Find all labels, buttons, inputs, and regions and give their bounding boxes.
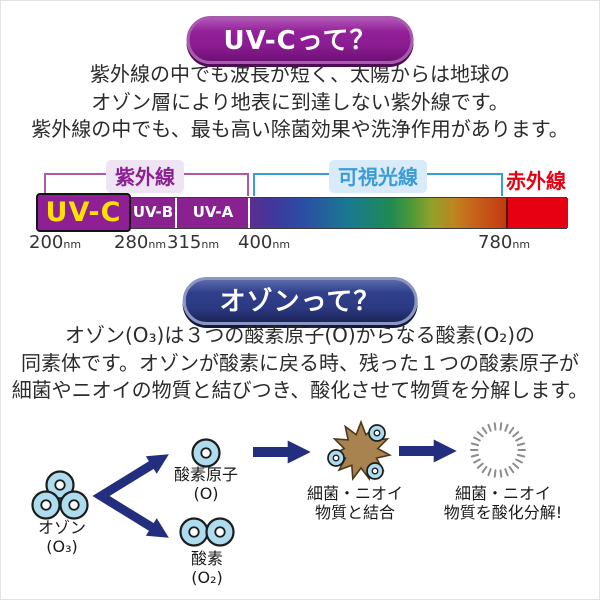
dash-tick — [504, 423, 509, 432]
oxygen-molecule-atom-core — [188, 526, 200, 538]
dash-tick — [504, 468, 509, 477]
tick-value: 280 — [114, 232, 149, 253]
dash-tick — [508, 426, 515, 435]
tick-780nm: 780nm — [478, 232, 530, 253]
dash-tick — [470, 442, 480, 447]
germ-binding-label: 細菌・ニオイ 物質と結合 — [306, 484, 404, 522]
tick-value: 400 — [238, 232, 273, 253]
dash-tick — [515, 436, 523, 442]
dash-tick — [481, 426, 488, 435]
split-arrow — [92, 454, 169, 538]
oxygen-name: 酸素 — [190, 549, 224, 568]
oxygen-atom — [191, 438, 221, 468]
ozone-description-line: オゾン(O₃)は３つの酸素原子(O)からなる酸素(O₂)の — [64, 323, 536, 347]
decomposed-line1: 細菌・ニオイ — [454, 484, 552, 503]
tick-200nm: 200nm — [29, 232, 81, 253]
infrared-label: 赤外線 — [506, 169, 566, 193]
uvc-description-line: 紫外線の中でも波長が短く、太陽からは地球の — [90, 62, 510, 86]
oxygen-atom-name: 酸素原子 — [173, 465, 239, 484]
uvc-title-badge: UV-Cって？ — [186, 16, 414, 64]
dash-tick — [476, 462, 484, 469]
wavelength-spectrum-bar — [39, 197, 568, 229]
tick-400nm: 400nm — [238, 232, 290, 253]
binding-line2: 物質と結合 — [314, 502, 396, 522]
tick-value: 780 — [478, 232, 513, 253]
oxygen-atom-label: 酸素原子 (O) — [173, 465, 239, 503]
uvb-band-label: UV-B — [132, 203, 174, 221]
tick-315nm: 315nm — [167, 232, 219, 253]
visible-light-segment — [250, 198, 506, 228]
dash-tick — [481, 465, 488, 474]
dash-tick — [499, 422, 503, 431]
dash-tick — [508, 465, 515, 474]
ozone-title-badge: オゾンって？ — [182, 277, 418, 325]
ozone-description-line: 同素体です。オゾンが酸素に戻る時、残った１つの酸素原子が — [21, 350, 579, 375]
uvc-band-box: UV-C — [36, 193, 131, 232]
uvc-description: 紫外線の中でも波長が短く、太陽からは地球の オゾン層により地表に到達しない紫外線… — [1, 61, 599, 144]
oxygen-molecule-atom-core — [214, 526, 226, 538]
decomposed-dashed-circle — [470, 422, 526, 478]
germ-attached-atom-core — [332, 454, 340, 462]
dash-tick — [493, 469, 497, 478]
ozone-molecule-label: オゾン (O₃) — [37, 518, 87, 556]
dash-tick — [512, 462, 520, 469]
germ-attached-atom-core — [371, 467, 379, 475]
tick-unit: nm — [272, 238, 291, 251]
ozone-process-diagram — [31, 419, 526, 547]
dash-tick — [487, 468, 492, 477]
ozone-molecule-atom-core — [54, 479, 66, 491]
dash-tick — [487, 423, 492, 432]
decomposed-line2: 物質を酸化分解! — [443, 502, 563, 522]
band-separator-400nm — [248, 198, 250, 228]
tick-unit: nm — [63, 238, 82, 251]
binding-line1: 細菌・ニオイ — [306, 484, 404, 503]
uvc-description-line: 紫外線の中でも、最も高い除菌効果や洗浄作用があります。 — [31, 117, 569, 141]
germ-attached-atom — [327, 449, 345, 467]
germ-attached-atom — [368, 424, 386, 442]
dash-tick — [470, 453, 480, 458]
tick-280nm: 280nm — [114, 232, 166, 253]
ozone-name: オゾン — [37, 518, 87, 537]
dash-tick — [516, 453, 526, 458]
dash-tick — [493, 422, 497, 431]
oxygen-atom-core — [200, 447, 212, 459]
ozone-molecule-atom — [45, 470, 75, 500]
tick-value: 315 — [167, 232, 202, 253]
dash-tick — [473, 436, 481, 442]
tick-unit: nm — [148, 238, 167, 251]
uv-range-label: 紫外線 — [106, 160, 184, 193]
oxygen-molecule-atom — [205, 517, 235, 547]
oxygen-molecule-label: 酸素 (O₂) — [190, 549, 224, 587]
ozone-formula: (O₃) — [46, 536, 78, 556]
infrared-segment — [506, 198, 568, 228]
ozone-molecule-atom-core — [68, 499, 80, 511]
uvc-description-line: オゾン層により地表に到達しない紫外線です。 — [91, 89, 509, 114]
ozone-description-line: 細菌やニオイの物質と結びつき、酸化させて物質を分解します。 — [11, 378, 589, 402]
dash-tick — [512, 431, 520, 438]
germ-attached-atom — [366, 462, 384, 480]
oxygen-molecule-atom — [179, 517, 209, 547]
dash-tick — [499, 469, 503, 478]
tick-unit: nm — [512, 238, 531, 251]
ozone-molecule-atom — [59, 490, 89, 520]
germ-decomposed-label: 細菌・ニオイ 物質を酸化分解! — [443, 484, 563, 522]
germ-attached-atom-core — [373, 429, 381, 437]
tick-unit: nm — [201, 238, 220, 251]
dash-tick — [476, 431, 484, 438]
dash-tick — [516, 442, 526, 447]
ozone-molecule-atom — [31, 490, 61, 520]
oxygen-formula: (O₂) — [191, 567, 223, 587]
uva-band-label: UV-A — [192, 203, 234, 221]
ozone-description: オゾン(O₃)は３つの酸素原子(O)からなる酸素(O₂)の 同素体です。オゾンが… — [1, 322, 599, 405]
band-separator-315nm — [175, 198, 177, 228]
dash-tick — [515, 458, 523, 464]
visible-range-label: 可視光線 — [329, 160, 427, 193]
dash-tick — [473, 458, 481, 464]
tick-value: 200 — [29, 232, 64, 253]
oxygen-atom-formula: (O) — [193, 483, 219, 503]
ozone-molecule-atom-core — [40, 499, 52, 511]
oxygen-atoms — [31, 424, 386, 547]
